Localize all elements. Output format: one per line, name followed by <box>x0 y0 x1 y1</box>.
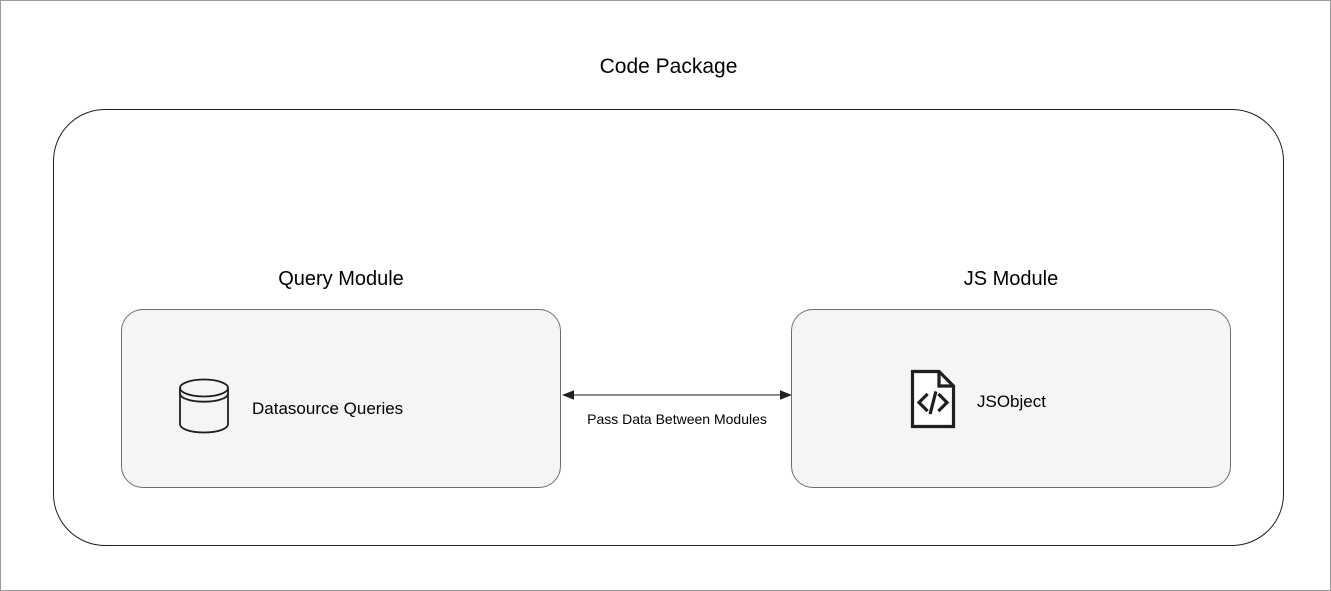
node-jsobject-label: JSObject <box>977 391 1046 411</box>
connector-pass-data[interactable]: Pass Data Between Modules <box>561 371 793 441</box>
module-js-title: JS Module <box>963 268 1059 290</box>
package-title: Code Package <box>599 55 738 78</box>
module-query[interactable]: Query Module Datasource Queries <box>121 268 561 488</box>
database-icon <box>176 376 232 441</box>
node-datasource-queries-label: Datasource Queries <box>252 398 404 418</box>
connector-label: Pass Data Between Modules <box>587 411 767 427</box>
double-headed-arrow-icon <box>562 390 792 400</box>
node-datasource-queries[interactable]: Datasource Queries <box>176 376 403 441</box>
code-file-icon <box>909 368 957 435</box>
module-query-box[interactable] <box>121 309 561 488</box>
module-js[interactable]: JS Module JSObject <box>791 268 1231 488</box>
node-jsobject[interactable]: JSObject <box>909 368 1046 435</box>
module-js-box[interactable] <box>791 309 1231 488</box>
module-query-title: Query Module <box>278 268 404 290</box>
